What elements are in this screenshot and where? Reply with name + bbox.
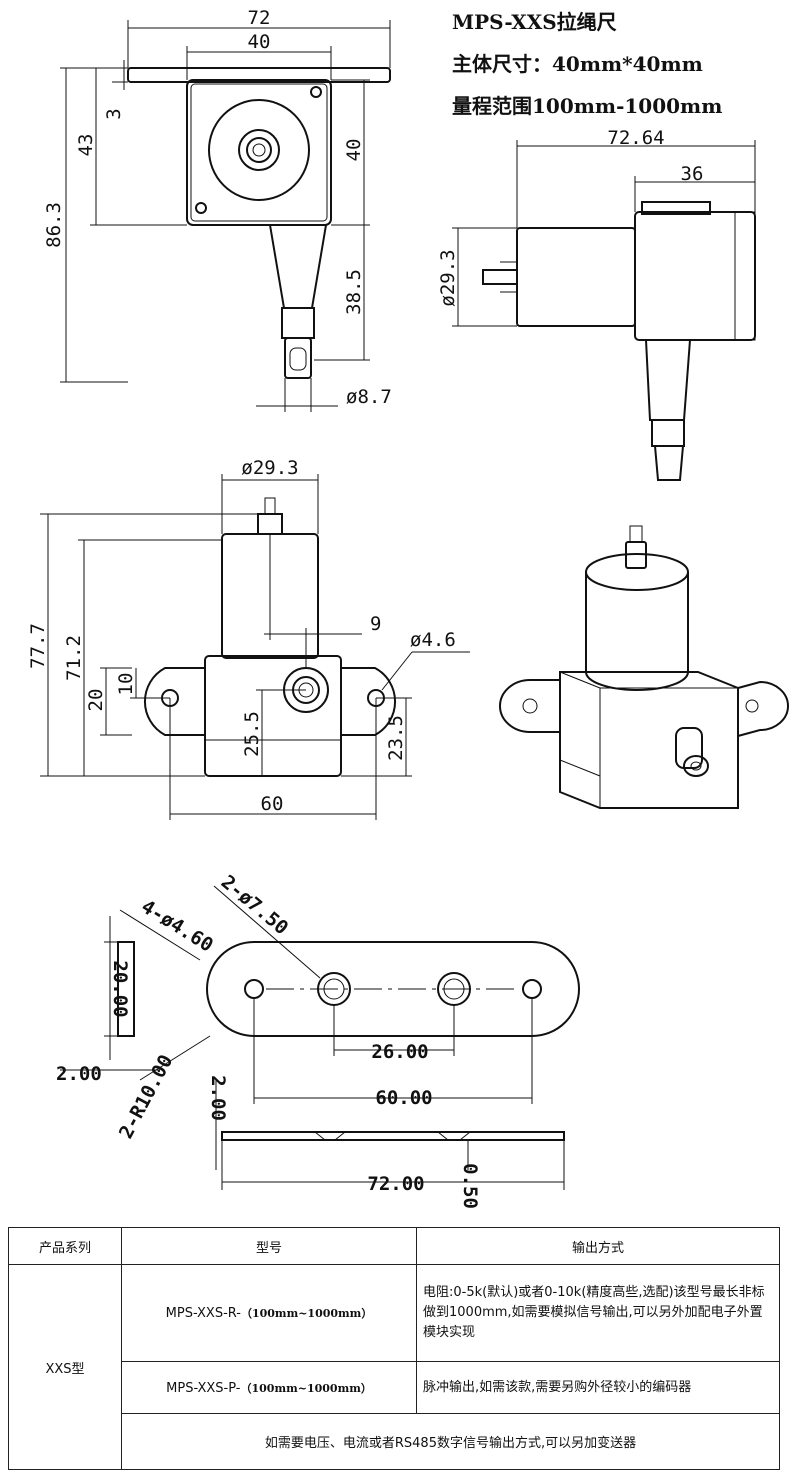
dim-60: 60 [261, 793, 284, 815]
plate-drawing: 20.00 2.00 2-R10.00 4-ø4.60 2-ø7.50 26.0… [56, 871, 580, 1209]
side-view: 72.64 36 ø29.3 [437, 127, 756, 481]
technical-drawings: 72 40 86.3 43 3 40 38.5 ø8.7 [27, 7, 789, 1209]
spec-table: 产品系列 型号 输出方式 XXS型 MPS-XXS-R-（100mm~1000m… [8, 1227, 780, 1470]
series-cell: XXS型 [8, 1264, 122, 1470]
footer-note: 如需要电压、电流或者RS485数字信号输出方式,可以另加变送器 [121, 1413, 780, 1470]
plate-dim-26: 26.00 [371, 1041, 428, 1063]
dim-25-5: 25.5 [241, 711, 263, 757]
header-series: 产品系列 [8, 1227, 122, 1265]
dim-40-top: 40 [248, 31, 271, 53]
model-cell: MPS-XXS-R-（100mm~1000mm） [121, 1264, 417, 1362]
dim-72-64: 72.64 [607, 127, 664, 149]
table-row: MPS-XXS-P-（100mm~1000mm） 脉冲输出,如需该款,需要另购外… [9, 1361, 780, 1414]
plate-dim-small-holes: 4-ø4.60 [137, 896, 217, 957]
plate-dim-20: 20.00 [109, 960, 131, 1017]
header-output: 输出方式 [416, 1227, 780, 1265]
front-view: 72 40 86.3 43 3 40 38.5 ø8.7 [43, 7, 392, 412]
body-size-text: 主体尺寸：40mm*40mm [452, 52, 703, 76]
model-range: （100mm~1000mm） [240, 1381, 372, 1395]
table-header-row: 产品系列 型号 输出方式 [8, 1227, 780, 1265]
dim-77-7: 77.7 [27, 623, 49, 669]
plate-dim-60: 60.00 [375, 1087, 432, 1109]
dim-10: 10 [115, 673, 137, 696]
isometric-view [499, 525, 789, 809]
plate-dim-r10: 2-R10.00 [115, 1051, 177, 1142]
output-cell: 电阻:0-5k(默认)或者0-10k(精度高些,选配)该型号最长非标做到1000… [416, 1264, 780, 1362]
table-footer-row: 如需要电压、电流或者RS485数字信号输出方式,可以另加变送器 [9, 1413, 780, 1470]
model-code: MPS-XXS-R- [165, 1306, 241, 1321]
dim-3: 3 [103, 108, 125, 119]
product-title: MPS-XXS拉绳尺 [452, 10, 617, 34]
dim-72: 72 [248, 7, 271, 29]
dim-36: 36 [681, 163, 704, 185]
plate-dim-large-holes: 2-ø7.50 [217, 871, 292, 939]
plate-dim-050: 0.50 [459, 1163, 481, 1209]
dim-43: 43 [75, 134, 97, 157]
model-cell: MPS-XXS-P-（100mm~1000mm） [121, 1361, 417, 1414]
dim-9: 9 [370, 613, 381, 635]
model-code: MPS-XXS-P- [166, 1380, 241, 1396]
dim-23-5: 23.5 [385, 715, 407, 761]
plate-dim-2: 2.00 [56, 1063, 102, 1085]
dim-38-5: 38.5 [343, 269, 365, 315]
model-range: （100mm~1000mm） [240, 1307, 373, 1320]
range-text: 量程范围100mm-1000mm [452, 94, 723, 118]
table-row: XXS型 MPS-XXS-R-（100mm~1000mm） 电阻:0-5k(默认… [8, 1264, 780, 1470]
header-model: 型号 [121, 1227, 417, 1265]
dim-4-6: ø4.6 [410, 629, 456, 651]
output-cell: 脉冲输出,如需该款,需要另购外径较小的编码器 [416, 1361, 780, 1414]
bottom-front-view: ø29.3 77.7 71.2 20 10 9 ø4.6 25.5 23.5 6… [27, 457, 470, 820]
dim-86-3: 86.3 [43, 202, 65, 248]
dim-71-2: 71.2 [63, 635, 85, 681]
plate-dim-2b: 2.00 [207, 1075, 229, 1121]
dim-bottom-dia: ø29.3 [241, 457, 298, 479]
plate-dim-72: 72.00 [367, 1173, 424, 1195]
dim-40-side: 40 [343, 139, 365, 162]
dim-side-dia: ø29.3 [437, 249, 459, 306]
dim-8-7: ø8.7 [346, 386, 392, 408]
dim-20: 20 [85, 689, 107, 712]
